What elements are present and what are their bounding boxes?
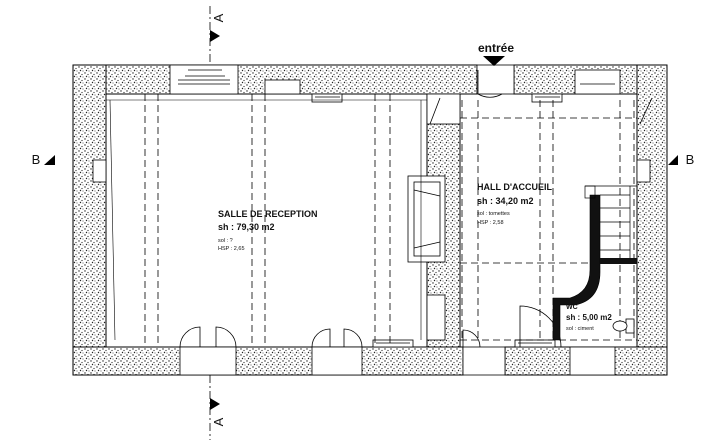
wall-bottom-left (72, 346, 464, 376)
section-b-right-label: B (686, 152, 695, 167)
window-top-4 (531, 93, 563, 103)
section-b-right: B (668, 152, 694, 167)
entrance-label: entrée (478, 41, 514, 55)
section-b-left: B (32, 152, 55, 167)
hall-room-label: HALL D'ACCUEIL sh : 34,20 m2 sol : tomet… (477, 182, 552, 226)
wall-right (636, 64, 668, 376)
reception-floor: sol : ? (218, 238, 233, 244)
wc-name: WC (566, 304, 578, 311)
window-bottom-5 (569, 346, 616, 376)
window-top-2 (264, 79, 301, 95)
reception-name: SALLE DE RECEPTION (218, 209, 318, 219)
window-bottom-1 (179, 346, 237, 376)
stairs (584, 185, 637, 258)
hall-hsp: HSP : 2,58 (477, 220, 504, 226)
window-bottom-4 (514, 339, 556, 348)
entrance-opening (476, 64, 515, 95)
beam-lines (144, 94, 637, 347)
doorway-interior-top (426, 93, 461, 125)
hall-area: sh : 34,20 m2 (477, 196, 534, 206)
wc-room-label: WC sh : 5,00 m2 sol : ciment (566, 304, 612, 332)
wc-area: sh : 5,00 m2 (566, 313, 612, 322)
window-details (178, 69, 615, 344)
window-top-5 (574, 69, 621, 95)
hall-floor: sol : tomettes (477, 211, 510, 217)
inner-outlines (106, 99, 427, 341)
section-b-left-label: B (32, 152, 41, 167)
toilet-icon (612, 318, 635, 334)
fireplace (407, 175, 446, 263)
hall-name: HALL D'ACCUEIL (477, 182, 552, 192)
window-right (636, 159, 651, 183)
section-a-top: A (209, 6, 226, 65)
wc-floor: sol : ciment (566, 326, 594, 332)
window-top-1 (169, 64, 239, 95)
door-bottom-opening (462, 346, 506, 376)
window-bottom-3 (372, 339, 414, 348)
section-a-bottom: A (209, 375, 226, 440)
reception-hsp: HSP : 2,65 (218, 246, 245, 252)
reception-room-label: SALLE DE RECEPTION sh : 79,30 m2 sol : ?… (218, 209, 318, 252)
section-a-bottom-label: A (211, 417, 226, 426)
window-left (92, 159, 107, 183)
window-top-3 (311, 93, 343, 103)
doorway-interior-bottom (426, 294, 446, 341)
wc-partition (552, 194, 637, 341)
entrance-arrow (483, 56, 505, 66)
section-a-top-label: A (211, 13, 226, 22)
window-bottom-2 (311, 346, 363, 376)
wall-left (72, 64, 107, 376)
reception-area: sh : 79,30 m2 (218, 222, 275, 232)
